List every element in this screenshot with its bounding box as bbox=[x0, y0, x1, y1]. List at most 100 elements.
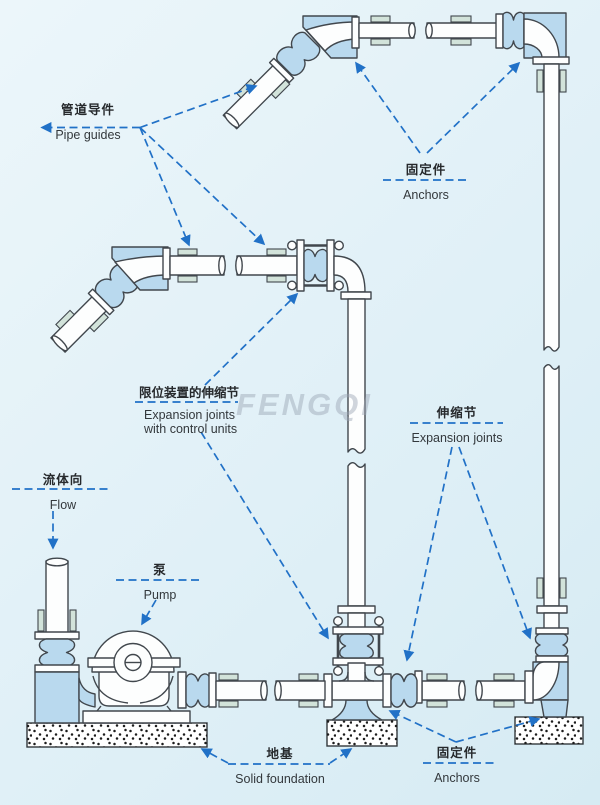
label-anchors-bottom: 固定件 Anchors bbox=[414, 746, 500, 785]
pipe-guide-clip bbox=[298, 700, 319, 708]
leader-control-joint-up bbox=[204, 292, 299, 386]
middle-riser-pipe bbox=[347, 298, 366, 607]
open-pipe-end bbox=[51, 335, 68, 352]
vertical-pipe bbox=[347, 462, 366, 607]
tie-rod-nut bbox=[287, 280, 298, 291]
flange bbox=[340, 291, 372, 300]
label-flow-zh: 流体向 bbox=[42, 473, 84, 487]
leader-lines bbox=[12, 61, 541, 765]
flange bbox=[524, 670, 534, 704]
flange bbox=[495, 13, 504, 49]
flange bbox=[351, 16, 360, 49]
pipe-guide-clip bbox=[493, 700, 515, 708]
leader-foundation-left bbox=[200, 748, 229, 764]
label-solid-foundation: 地基 Solid foundation bbox=[225, 747, 335, 786]
flange bbox=[382, 673, 392, 708]
pipe-guide-clip bbox=[177, 275, 198, 283]
tie-rod-nut bbox=[374, 616, 385, 627]
pipe-guide-clip bbox=[177, 248, 198, 256]
open-pipe-end bbox=[45, 557, 69, 567]
horizontal-pipe bbox=[215, 680, 267, 701]
open-pipe-end bbox=[274, 680, 282, 701]
label-expansion-control-zh: 限位装置的伸缩节 bbox=[138, 386, 239, 400]
pipe-guide-clip bbox=[493, 673, 515, 681]
label-expansion-joints-en: Expansion joints bbox=[411, 431, 503, 445]
flange bbox=[268, 57, 295, 84]
leader-anchors-top-left bbox=[355, 61, 421, 154]
open-pipe-end bbox=[408, 22, 416, 39]
pipe-guide-clip bbox=[370, 15, 391, 23]
label-anchors-bottom-en: Anchors bbox=[434, 771, 480, 785]
leader-pipe-guides-top bbox=[139, 83, 258, 129]
label-pump-zh: 泵 bbox=[153, 563, 167, 577]
label-flow: 流体向 Flow bbox=[12, 473, 114, 512]
tie-rod-nut bbox=[374, 666, 385, 677]
pipe-guide-clip bbox=[270, 79, 291, 100]
leader-anchors-top-right bbox=[426, 61, 521, 154]
label-pipe-guides: 管道导件 Pipe guides bbox=[36, 103, 140, 142]
horizontal-pipe bbox=[358, 22, 415, 39]
label-pipe-guides-en: Pipe guides bbox=[55, 128, 121, 142]
pipe-guide-clip bbox=[55, 309, 76, 330]
pipe-guide-clip bbox=[266, 275, 287, 283]
flange-plate bbox=[296, 239, 305, 292]
vertical-pipe bbox=[543, 612, 560, 630]
open-pipe-end bbox=[458, 680, 466, 701]
label-flow-en: Flow bbox=[49, 498, 77, 512]
pipe-guide-clip bbox=[37, 609, 45, 632]
horizontal-pipe bbox=[236, 255, 298, 276]
label-anchors-top-en: Anchors bbox=[403, 188, 449, 202]
pipe-guide-clip bbox=[559, 69, 567, 93]
flange bbox=[532, 56, 570, 65]
flange-plate bbox=[326, 239, 335, 292]
leader-control-joint-down bbox=[200, 431, 329, 640]
control-unit-expansion-joint-horizontal bbox=[287, 239, 372, 300]
open-pipe-end bbox=[235, 255, 243, 276]
label-solid-foundation-zh: 地基 bbox=[266, 747, 294, 761]
leader-pump bbox=[141, 599, 157, 626]
leader-anchors-bottom-right bbox=[455, 716, 541, 743]
expansion-joint-bellows bbox=[276, 31, 321, 76]
label-expansion-joints-zh: 伸缩节 bbox=[436, 406, 478, 420]
expansion-joint-bellows bbox=[502, 11, 525, 50]
label-pipe-guides-zh: 管道导件 bbox=[60, 103, 115, 117]
pump-leg bbox=[166, 705, 172, 712]
tie-rod-nut bbox=[334, 240, 345, 251]
label-anchors-bottom-zh: 固定件 bbox=[436, 746, 478, 760]
pipe-guide-clip bbox=[450, 38, 472, 46]
horizontal-pipe bbox=[169, 255, 225, 276]
expansion-joint-bellows bbox=[303, 248, 328, 283]
flange bbox=[535, 655, 569, 663]
pump-assembly bbox=[34, 557, 326, 724]
horizontal-pipe bbox=[275, 680, 326, 701]
pipe-guide-clip bbox=[536, 577, 544, 599]
leader-expansion-left bbox=[403, 446, 453, 662]
label-expansion-joints: 伸缩节 Expansion joints bbox=[408, 406, 506, 445]
pump-baseplate bbox=[82, 710, 191, 724]
pipe-guide-clip bbox=[298, 673, 319, 681]
flange bbox=[34, 664, 80, 673]
pipe-guide-clip bbox=[450, 15, 472, 23]
anchored-elbow bbox=[34, 671, 80, 724]
label-solid-foundation-en: Solid foundation bbox=[235, 772, 325, 786]
tie-rod-nut bbox=[333, 616, 344, 627]
label-expansion-control-en1: Expansion joints bbox=[144, 408, 236, 422]
elbow-connector bbox=[78, 677, 96, 708]
flange bbox=[162, 247, 171, 280]
expansion-joint-bellows bbox=[390, 673, 418, 708]
label-expansion-control: 限位装置的伸缩节 Expansion joints with control u… bbox=[133, 386, 245, 436]
pipe-guide-clip bbox=[559, 577, 567, 599]
flange bbox=[536, 605, 568, 614]
flange bbox=[337, 605, 376, 614]
tie-rod-nut bbox=[333, 666, 344, 677]
horizontal-pipe bbox=[476, 680, 526, 701]
pipe-guide-clip bbox=[536, 69, 544, 93]
anchor-support bbox=[540, 699, 569, 718]
pipe-guide-clip bbox=[218, 700, 239, 708]
middle-left-pipe-assembly bbox=[50, 246, 298, 353]
elbow-pipe-path bbox=[532, 661, 560, 701]
open-pipe-end bbox=[260, 680, 268, 701]
top-right-pipe-assembly bbox=[425, 11, 570, 65]
pump-volute-line bbox=[92, 675, 129, 704]
